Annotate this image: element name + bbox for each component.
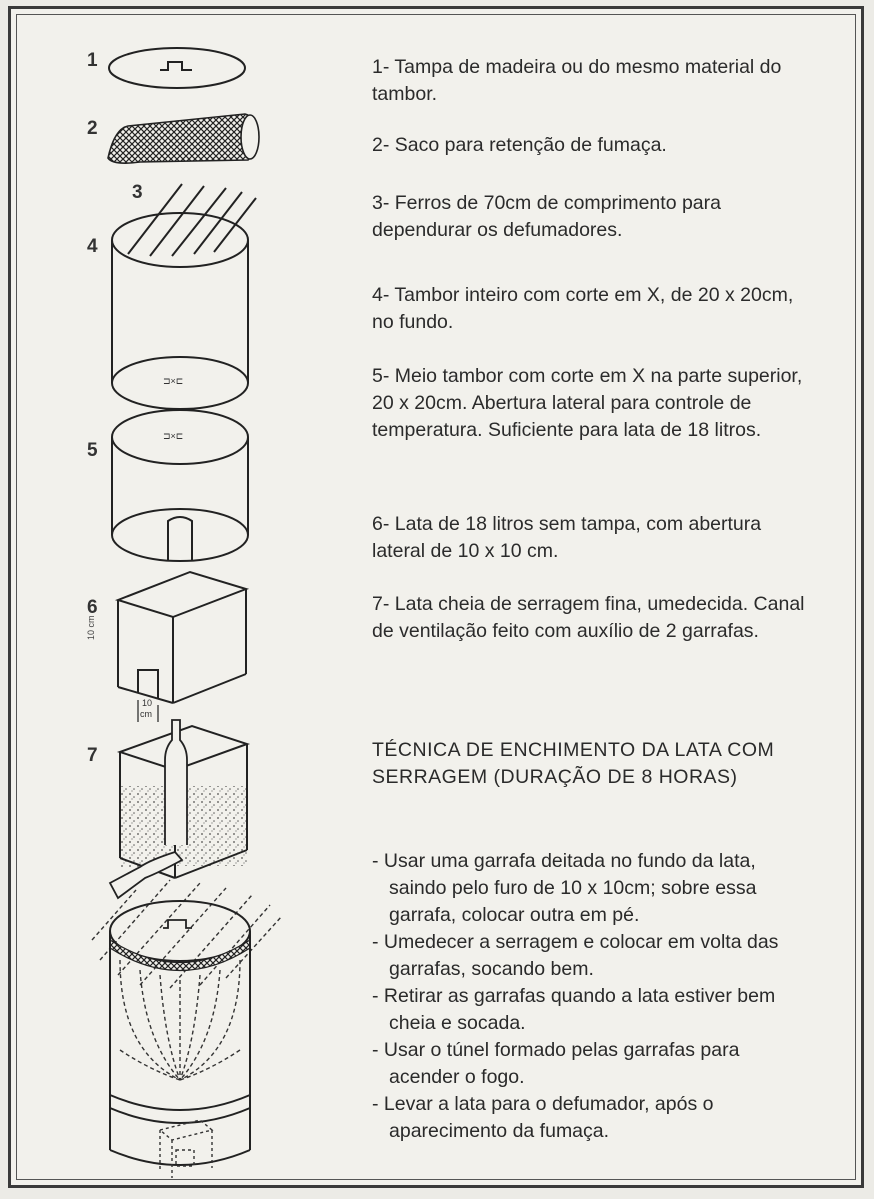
- figure-number-6: 6: [87, 597, 98, 618]
- side-dimension-label: 10 cm: [86, 615, 96, 640]
- assembled-smoker-drawing: [91, 879, 283, 1178]
- iron-bars-drawing: [127, 183, 257, 257]
- opening-unit-label: cm: [140, 709, 152, 719]
- technique-step: Usar uma garrafa deitada no fundo da lat…: [372, 848, 812, 929]
- description-3: 3- Ferros de 70cm de comprimento para de…: [372, 192, 721, 241]
- opening-dimension-label: 10: [142, 698, 153, 708]
- cut-mark-label-4: ⊐×⊏: [163, 376, 184, 386]
- technique-step: Umedecer a serragem e colocar em volta d…: [372, 929, 812, 983]
- description-2: 2- Saco para retenção de fumaça.: [372, 134, 667, 156]
- technique-step: Levar a lata para o defumador, após o ap…: [372, 1091, 812, 1145]
- half-drum-drawing: [111, 409, 249, 562]
- description-4: 4- Tambor inteiro com corte em X, de 20 …: [372, 284, 794, 333]
- wooden-lid-drawing: [108, 47, 246, 89]
- technique-step: Retirar as garrafas quando a lata estive…: [372, 983, 812, 1037]
- description-5: 5- Meio tambor com corte em X na parte s…: [372, 365, 803, 441]
- figure-number-4: 4: [87, 236, 98, 257]
- description-1: 1- Tampa de madeira ou do mesmo material…: [372, 56, 782, 105]
- page-frame-inner: [16, 14, 856, 1180]
- technique-step: Usar o túnel formado pelas garrafas para…: [372, 1037, 812, 1091]
- open-can-drawing: [114, 570, 250, 722]
- smoke-bag-drawing: [107, 113, 260, 164]
- figure-number-1: 1: [87, 50, 98, 71]
- full-drum-drawing: [111, 212, 249, 410]
- sawdust-can-drawing: [108, 719, 251, 900]
- technique-heading: TÉCNICA DE ENCHIMENTO DA LATA COM SERRAG…: [372, 739, 775, 788]
- figure-number-2: 2: [87, 118, 98, 139]
- figure-number-5: 5: [87, 440, 98, 461]
- figure-number-3: 3: [132, 182, 143, 203]
- description-6: 6- Lata de 18 litros sem tampa, com aber…: [372, 513, 762, 562]
- figure-number-7: 7: [87, 745, 98, 766]
- description-7: 7- Lata cheia de serragem fina, umedecid…: [372, 593, 805, 642]
- technique-steps: Usar uma garrafa deitada no fundo da lat…: [372, 848, 812, 1145]
- cut-mark-label-5: ⊐×⊏: [163, 431, 184, 441]
